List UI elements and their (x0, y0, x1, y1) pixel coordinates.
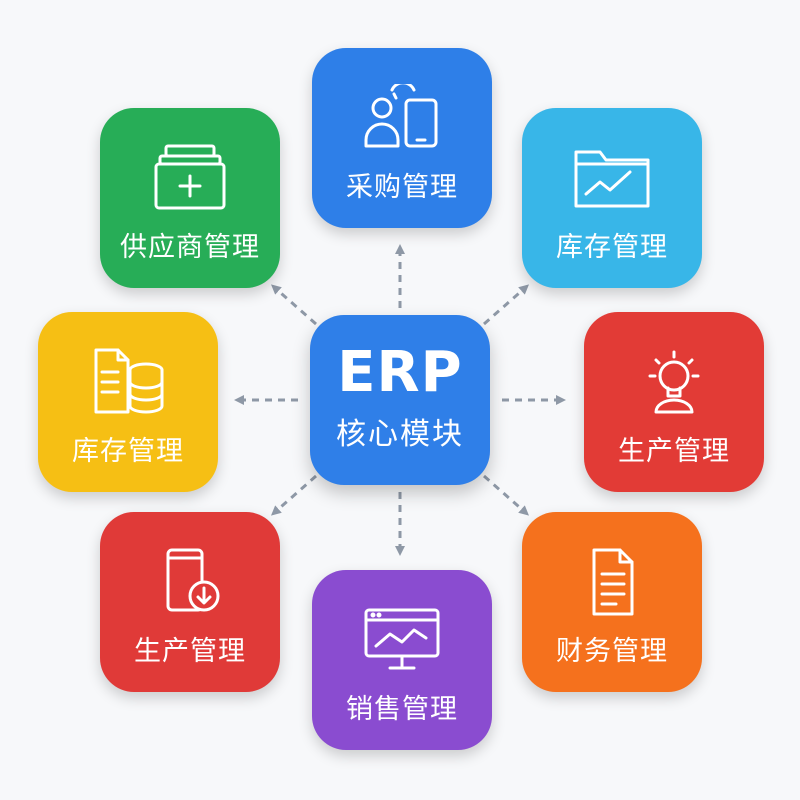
module-tile-production-right[interactable]: 生产管理 (584, 312, 764, 492)
module-label: 生产管理 (134, 636, 246, 667)
module-tile-production-left[interactable]: 生产管理 (100, 512, 280, 692)
monitor-chart-icon (362, 606, 442, 674)
erp-core-tile: ERP 核心模块 (310, 315, 490, 485)
module-tile-finance[interactable]: 财务管理 (522, 512, 702, 692)
box-add-icon (150, 144, 230, 212)
module-label: 销售管理 (346, 694, 458, 725)
tablet-download-icon (150, 548, 230, 616)
module-label: 财务管理 (556, 636, 668, 667)
center-title: ERP (337, 340, 463, 405)
module-tile-supplier[interactable]: 供应商管理 (100, 108, 280, 288)
arrow-up-right (483, 284, 530, 326)
arrow-down-left (270, 474, 317, 516)
module-label: 生产管理 (618, 436, 730, 467)
arrow-down-right (483, 474, 530, 516)
file-database-icon (88, 348, 168, 416)
module-tile-purchasing[interactable]: 采购管理 (312, 48, 492, 228)
center-subtitle: 核心模块 (336, 417, 464, 452)
folder-chart-icon (572, 144, 652, 212)
lightbulb-icon (634, 348, 714, 416)
module-tile-sales[interactable]: 销售管理 (312, 570, 492, 750)
document-icon (572, 548, 652, 616)
module-tile-inventory-top[interactable]: 库存管理 (522, 108, 702, 288)
people-phone-icon (362, 84, 442, 152)
module-tile-inventory-left[interactable]: 库存管理 (38, 312, 218, 492)
module-label: 采购管理 (346, 172, 458, 203)
module-label: 库存管理 (72, 436, 184, 467)
module-label: 库存管理 (556, 232, 668, 263)
arrow-up-left (270, 284, 317, 326)
module-label: 供应商管理 (120, 232, 260, 263)
